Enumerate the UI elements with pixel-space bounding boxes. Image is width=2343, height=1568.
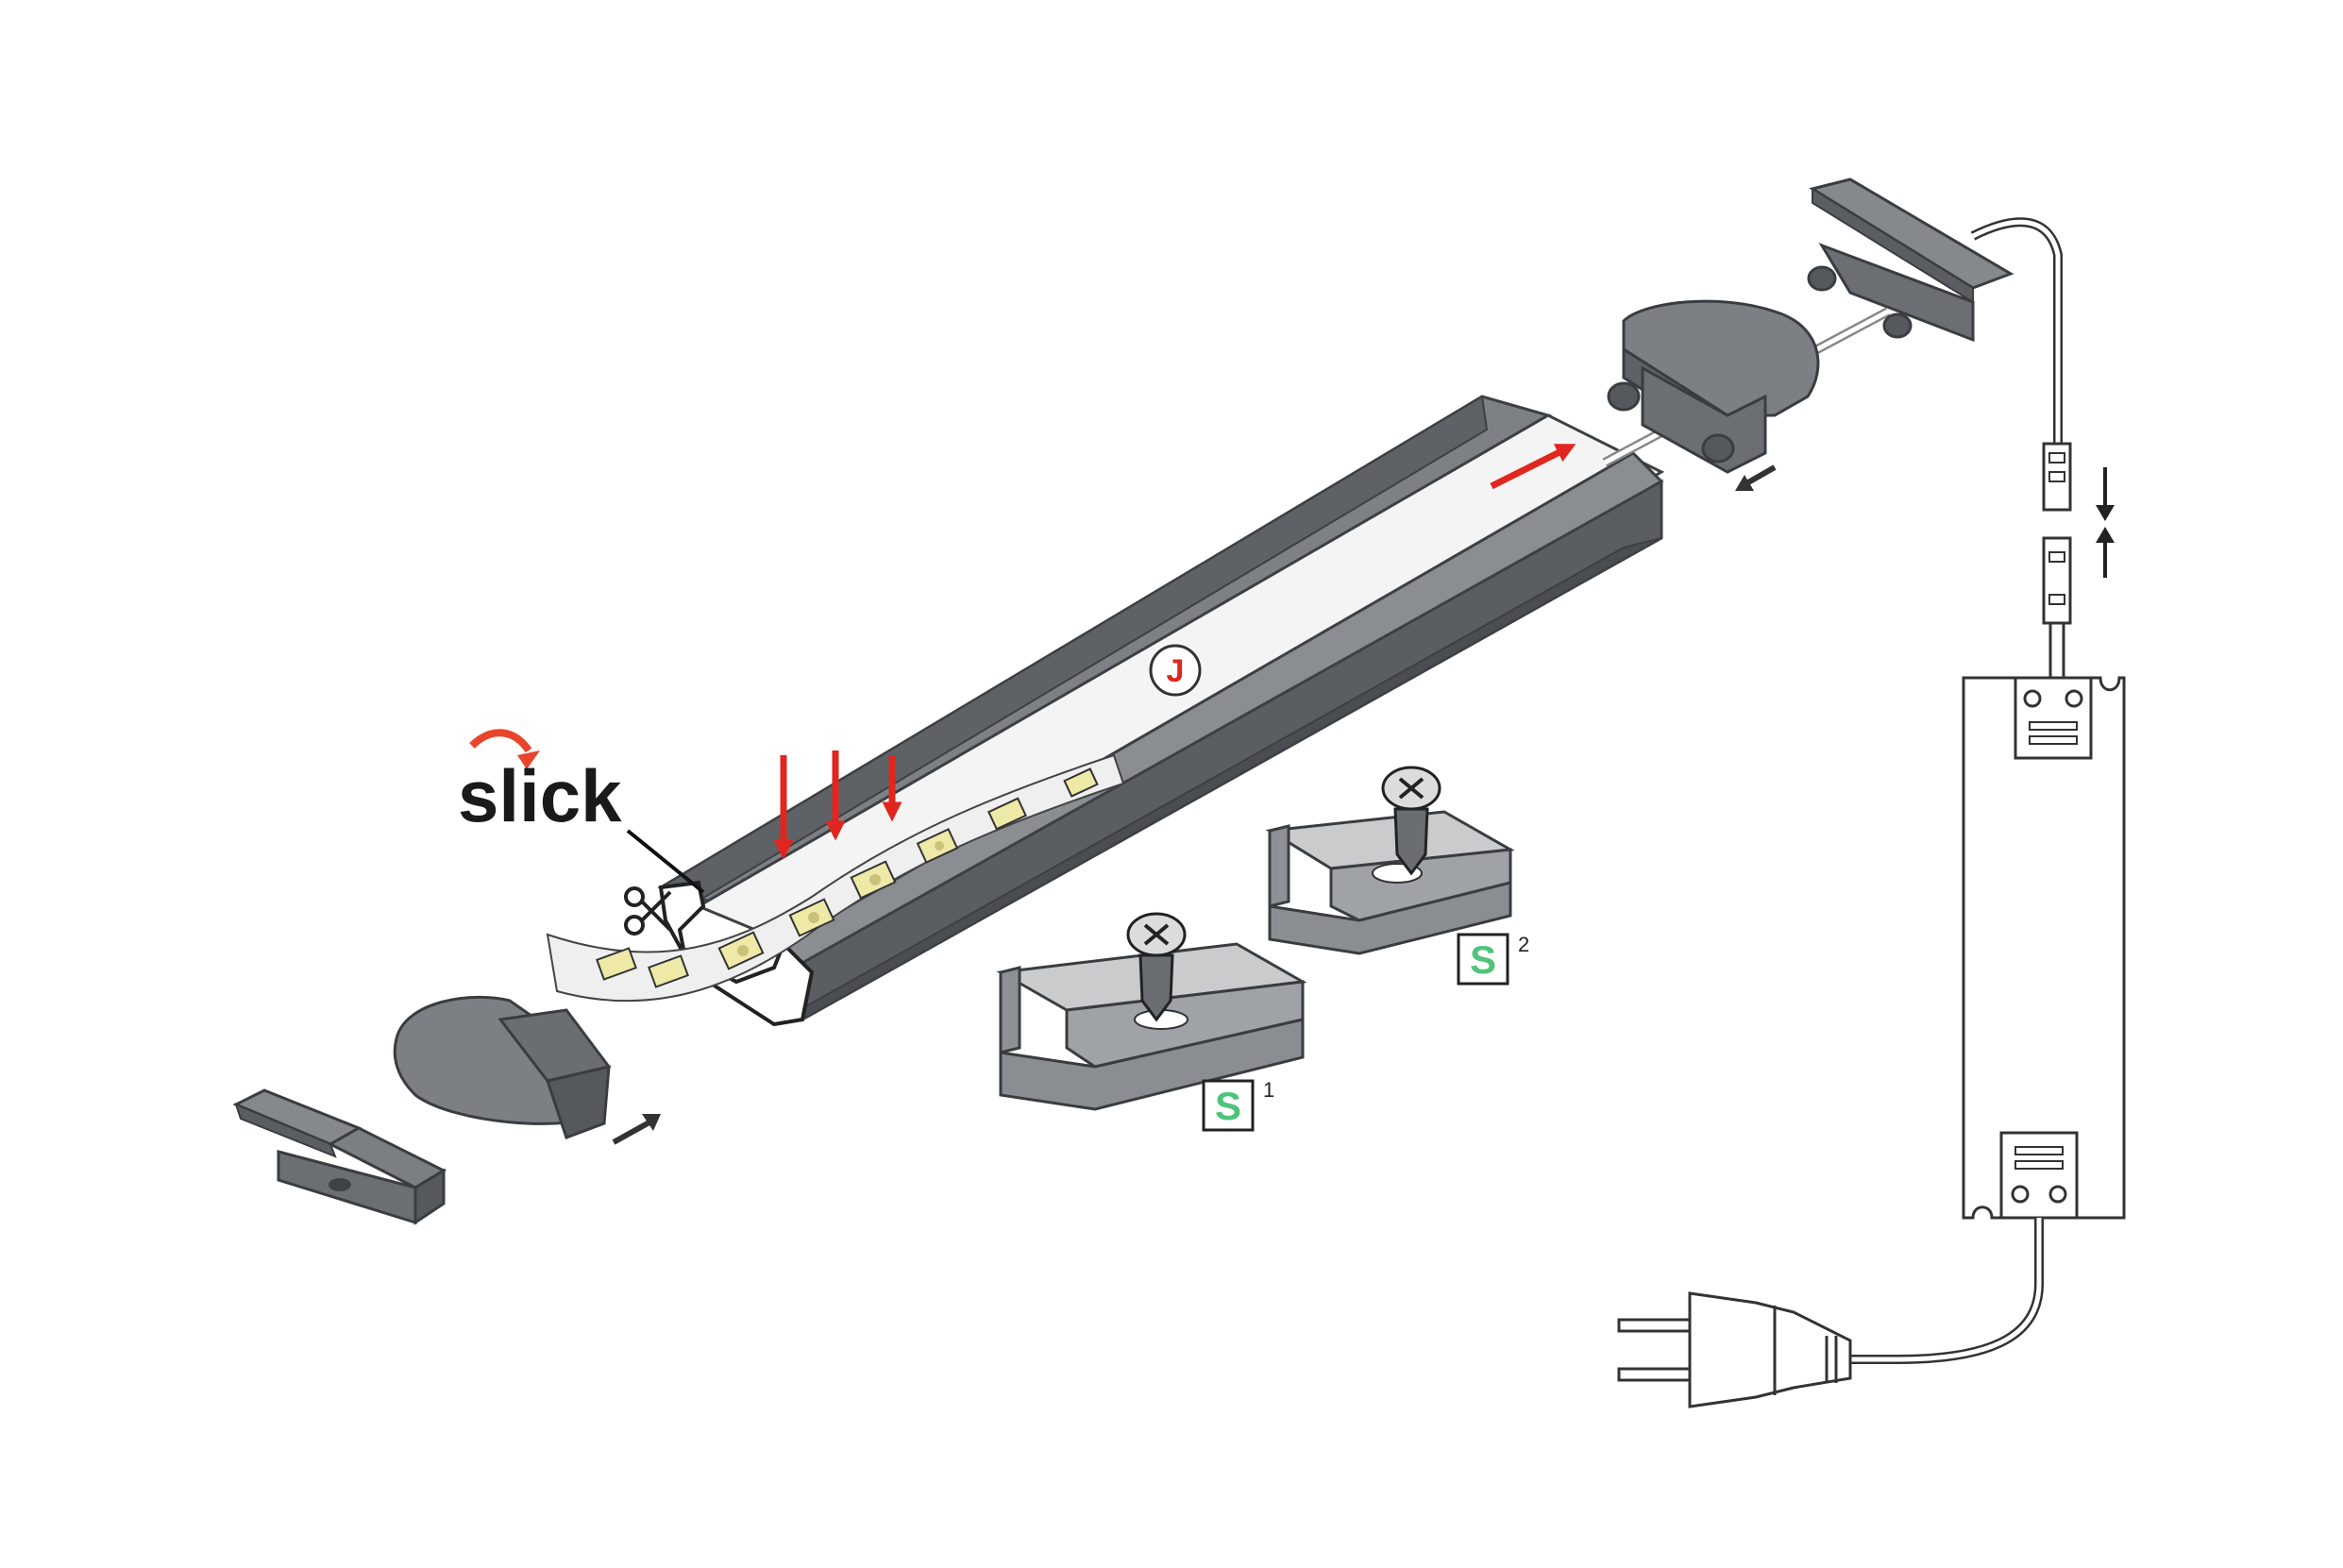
arrow-icon (642, 1114, 661, 1131)
mounting-clip-1-label: S 1 (1202, 1078, 1274, 1132)
brand-text: slick (458, 754, 622, 837)
insert-strip-arrows (773, 444, 1576, 860)
plug-icon (1617, 1291, 1852, 1408)
end-cap-flat-right (1807, 177, 2014, 343)
clip-2-index: 2 (1518, 933, 1529, 956)
clip-2-letter: S (1470, 937, 1496, 982)
scissors-icon (624, 886, 672, 936)
slick-logo: slick (458, 729, 705, 894)
connector-male (2042, 442, 2072, 512)
profile-marker-j: J (1149, 644, 1202, 697)
led-chip (648, 954, 689, 988)
mounting-clip-2-label: S 2 (1457, 933, 1529, 986)
power-supply (1962, 676, 2126, 1220)
arrow-icon (2096, 527, 2115, 543)
screw-icon (1126, 912, 1187, 1022)
end-cap-round (393, 995, 612, 1139)
mounting-clip-1 (996, 912, 1307, 1111)
wire (1970, 217, 2063, 444)
clip-1-index: 1 (1263, 1078, 1274, 1102)
end-cap-flat (232, 1088, 447, 1225)
arrow-icon (1490, 444, 1576, 490)
end-cap-round-right (1607, 299, 1820, 474)
led-chip (1063, 767, 1099, 798)
screw-icon (1381, 766, 1441, 876)
arrow-icon (2096, 505, 2115, 521)
profile-marker-label: J (1167, 653, 1185, 689)
led-strip (546, 753, 1125, 1003)
connector-female (2042, 536, 2072, 680)
connect-arrows (2096, 467, 2115, 578)
arrow-icon (1735, 475, 1754, 491)
led-chip (987, 797, 1027, 831)
led-chip (596, 947, 637, 981)
mounting-clip-2 (1265, 766, 1515, 955)
clip-1-letter: S (1215, 1084, 1241, 1128)
